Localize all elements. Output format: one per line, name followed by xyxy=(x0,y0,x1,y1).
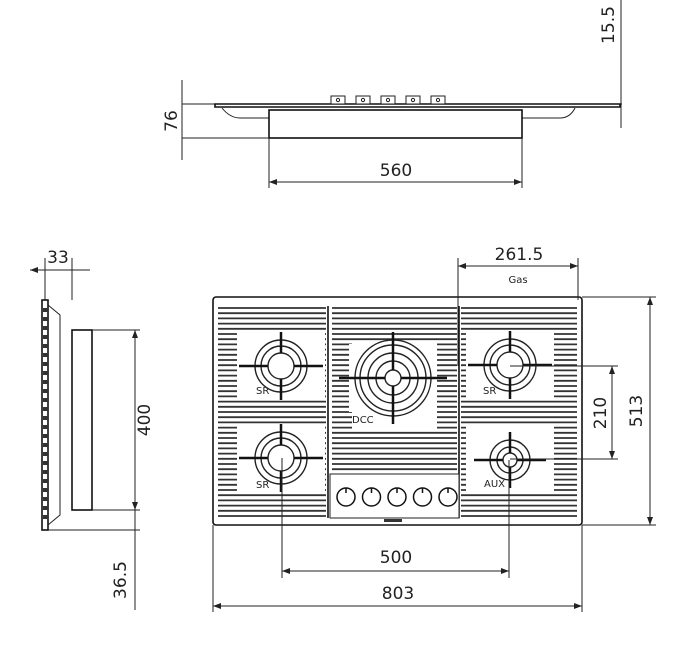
burner-sr xyxy=(237,332,325,400)
dim-261-5: 261.5 xyxy=(495,245,544,265)
dim-33: 33 xyxy=(47,248,69,268)
control-knob-side xyxy=(430,95,446,105)
burner-sr xyxy=(466,331,554,399)
dim-15-5: 15.5 xyxy=(599,6,619,44)
gas-label: Gas xyxy=(508,275,527,286)
burner-label-dcc: DCC xyxy=(352,415,374,426)
dim-400: 400 xyxy=(135,404,155,436)
control-knob-side xyxy=(405,95,421,105)
plan-dimension-lines xyxy=(212,258,656,612)
dim-803: 803 xyxy=(382,584,414,604)
control-knob-side xyxy=(330,95,346,105)
control-knob[interactable] xyxy=(361,487,382,507)
brand-logo xyxy=(384,519,402,522)
dim-36-5: 36.5 xyxy=(111,561,131,599)
control-knob[interactable] xyxy=(438,487,458,507)
burner-aux xyxy=(466,426,554,494)
burner-label-sr-top-left: SR xyxy=(256,386,269,397)
dim-560: 560 xyxy=(380,161,412,181)
plan-view xyxy=(212,296,583,526)
control-knob[interactable] xyxy=(412,487,433,507)
dim-76: 76 xyxy=(162,110,182,132)
control-knob[interactable] xyxy=(336,487,356,507)
control-knob-side xyxy=(380,95,396,105)
control-knob-side xyxy=(355,95,371,105)
dim-500: 500 xyxy=(380,548,412,568)
front-elevation-view xyxy=(181,0,622,188)
dim-513: 513 xyxy=(627,395,647,427)
dim-210: 210 xyxy=(591,397,611,429)
burner-label-sr-bottom-left: SR xyxy=(256,480,269,491)
burner-dcc xyxy=(339,332,447,424)
side-view xyxy=(30,258,140,610)
control-knob[interactable] xyxy=(387,487,407,507)
burner-sr xyxy=(237,424,325,492)
burner-label-aux: AUX xyxy=(484,479,505,490)
burner-label-sr-top-right: SR xyxy=(483,386,496,397)
